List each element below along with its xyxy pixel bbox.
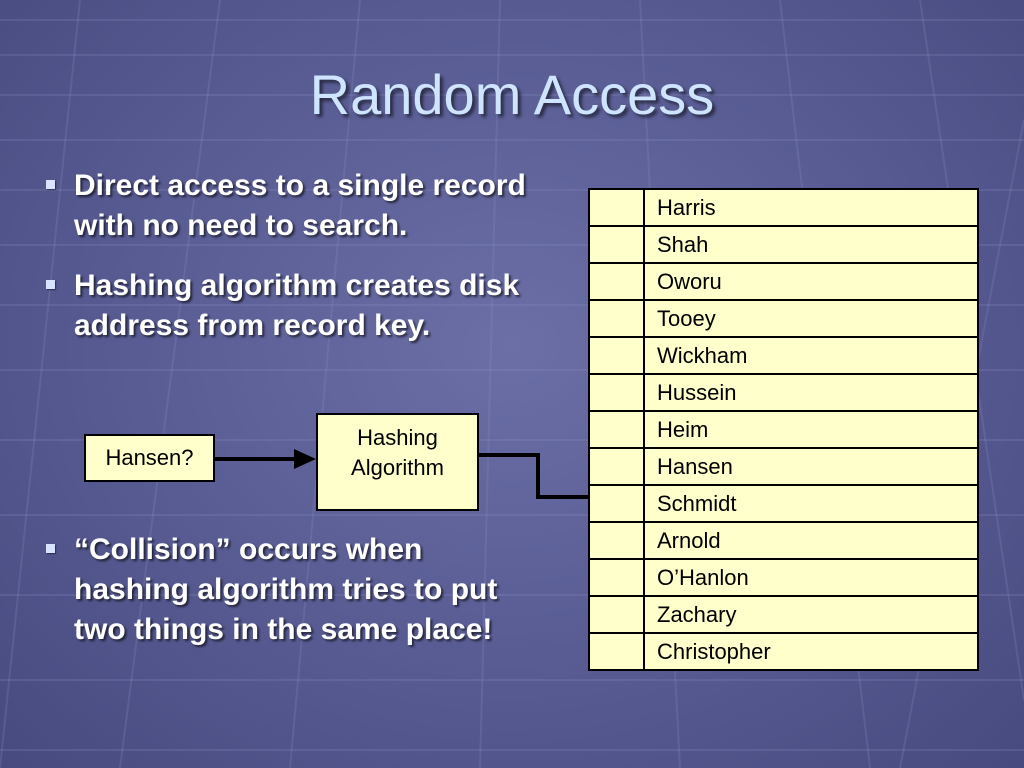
record-name-cell: Shah [643,225,979,264]
table-slot-cell [588,558,645,597]
table-row: Tooey [588,299,979,338]
bullet-text: Hashing algorithm creates disk address f… [74,269,520,342]
table-slot-cell [588,373,645,412]
table-slot-cell [588,299,645,338]
table-slot-cell [588,632,645,671]
record-name-cell: Schmidt [643,484,979,523]
record-name-cell: Oworu [643,262,979,301]
table-slot-cell [588,188,645,227]
table-slot-cell [588,336,645,375]
bullet-text: Direct access to a single record with no… [74,169,526,242]
table-slot-cell [588,447,645,486]
record-name-cell: Heim [643,410,979,449]
square-bullet-icon [46,180,55,189]
record-name-cell: Harris [643,188,979,227]
table-row: O’Hanlon [588,558,979,597]
table-slot-cell [588,262,645,301]
table-row: Arnold [588,521,979,560]
record-name-cell: Christopher [643,632,979,671]
table-row: Harris [588,188,979,227]
square-bullet-icon [46,544,55,553]
table-slot-cell [588,595,645,634]
square-bullet-icon [46,280,55,289]
hashing-algorithm-box: Hashing Algorithm [316,413,479,511]
bullet-text: “Collision” occurs when hashing algorith… [74,533,498,646]
hashing-algorithm-label-line2: Algorithm [351,455,444,480]
bullet-list-bottom: “Collision” occurs when hashing algorith… [44,530,534,670]
table-row: Schmidt [588,484,979,523]
table-row: Wickham [588,336,979,375]
hashing-algorithm-label-line1: Hashing [357,425,438,450]
slide-title: Random Access [309,63,715,126]
record-name-cell: Wickham [643,336,979,375]
bullet-list-top: Direct access to a single record with no… [44,166,584,366]
table-row: Christopher [588,632,979,671]
record-name-cell: Arnold [643,521,979,560]
bullet-item: “Collision” occurs when hashing algorith… [44,530,534,650]
table-slot-cell [588,521,645,560]
table-row: Oworu [588,262,979,301]
bullet-item: Hashing algorithm creates disk address f… [44,266,584,346]
table-row: Zachary [588,595,979,634]
table-row: Hussein [588,373,979,412]
table-slot-cell [588,410,645,449]
record-name-cell: Tooey [643,299,979,338]
table-slot-cell [588,484,645,523]
table-slot-cell [588,225,645,264]
table-row-target: Hansen [588,447,979,486]
record-name-cell: O’Hanlon [643,558,979,597]
table-row: Shah [588,225,979,264]
record-name-cell: Hansen [643,447,979,486]
table-row: Heim [588,410,979,449]
hash-table: Harris Shah Oworu Tooey Wickham Hussein … [588,188,979,671]
record-key-box: Hansen? [84,434,215,482]
record-name-cell: Zachary [643,595,979,634]
bullet-item: Direct access to a single record with no… [44,166,584,246]
record-name-cell: Hussein [643,373,979,412]
